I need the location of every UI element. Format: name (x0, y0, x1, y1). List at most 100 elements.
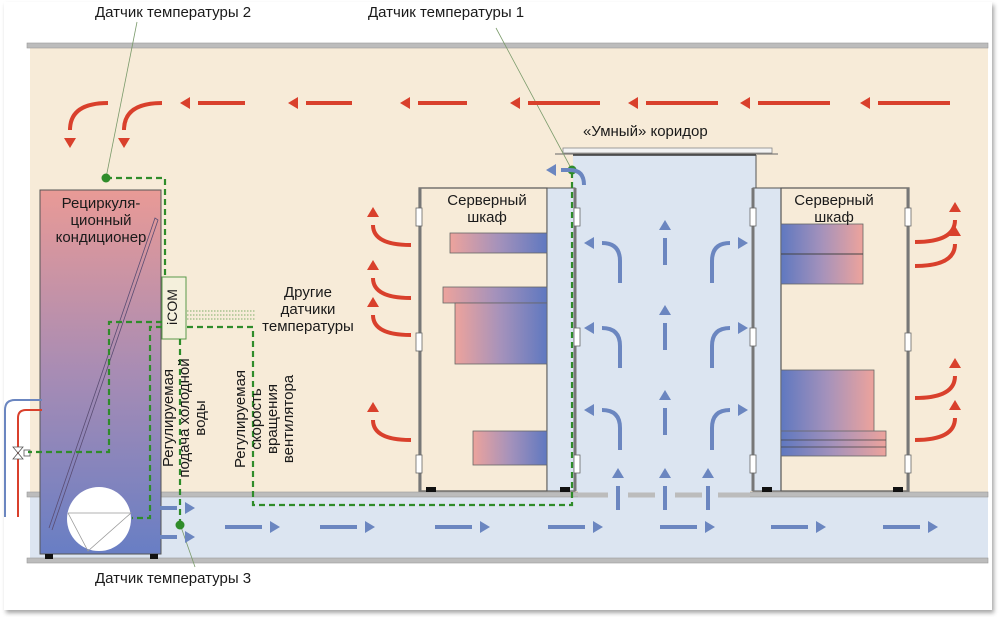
cold-air-arrow-head (659, 390, 671, 400)
cold-air-arrow-head (738, 237, 748, 249)
cold-air-arrow-head (612, 468, 624, 478)
server-unit (442, 286, 548, 304)
hot-air-arrow-head (288, 97, 298, 109)
cold-air-arrow-head (185, 531, 195, 543)
hot-air-arrow (914, 243, 957, 268)
temperature-sensor-3 (175, 520, 185, 530)
sensor-1-label: Датчик температуры 1 (368, 4, 525, 21)
ac-label-line: кондиционер (55, 229, 147, 246)
ceiling (26, 42, 989, 49)
ac-label-line: ционный (70, 212, 132, 229)
hot-air-arrow-head (949, 226, 961, 236)
cabinet-label-line: Серверный (794, 192, 874, 209)
hot-air-arrow (371, 314, 412, 337)
floor (26, 557, 989, 564)
raised-floor (26, 491, 989, 498)
fan-speed-line: вращения (264, 384, 281, 454)
hot-air-arrow-head (118, 138, 130, 148)
hot-air-arrow-head (860, 97, 870, 109)
cabinet-label-line: Серверный (447, 192, 527, 209)
server-cabinet-left-label: Серверный шкаф (428, 192, 546, 226)
hot-air-arrow (914, 375, 957, 400)
cold-air-arrow-head (546, 164, 556, 176)
hot-air-arrow-head (367, 297, 379, 307)
cold-air-arrow-head (659, 220, 671, 230)
fan-speed-line: вентилятора (280, 374, 297, 464)
hot-air-arrow-head (367, 402, 379, 412)
server-cabinet-right-label: Серверный шкаф (782, 192, 886, 226)
server-unit (780, 369, 875, 433)
fan-speed-label: Регулируемая скорость вращения вентилято… (232, 360, 297, 478)
cold-air-arrow (710, 326, 731, 368)
cold-air-arrow-head (584, 322, 594, 334)
cold-air-arrow-head (365, 521, 375, 533)
cold-air-arrow-head (270, 521, 280, 533)
smart-corridor-label: «Умный» коридор (583, 123, 708, 140)
water-valve-icon (12, 446, 31, 460)
server-unit (449, 232, 548, 254)
cabinet-label-line: шкаф (814, 209, 854, 226)
water-supply-line: подача холодной (176, 358, 193, 478)
other-sensors-links (187, 310, 255, 320)
hot-air-arrow-head (367, 260, 379, 270)
ac-label-line: Рециркуля- (61, 195, 141, 212)
cold-air-arrow-head (702, 468, 714, 478)
hot-air-arrow-head (949, 358, 961, 368)
server-unit (454, 302, 548, 365)
other-sensors-line: температуры (262, 318, 354, 335)
hot-air-arrow (914, 417, 957, 442)
cold-air-arrow-head (816, 521, 826, 533)
cold-air-arrow-head (584, 404, 594, 416)
other-sensors-line: Другие (283, 284, 333, 301)
recirculating-ac-unit (39, 189, 162, 559)
server-cabinet-left (415, 187, 581, 492)
cold-air-arrow (601, 326, 622, 368)
hot-air-arrow-head (367, 207, 379, 217)
server-unit (472, 430, 548, 466)
ac-unit-label: Рециркуля- ционный кондиционер (46, 195, 156, 246)
water-supply-label: Регулируемая подача холодной воды (160, 347, 209, 489)
control-lines (28, 172, 574, 522)
other-sensors-line: датчики (280, 301, 336, 318)
cold-air-arrow-head (659, 305, 671, 315)
icom-controller (161, 276, 187, 340)
hot-air-arrow-head (949, 202, 961, 212)
cold-air-arrow-head (480, 521, 490, 533)
cold-air-arrow-head (705, 521, 715, 533)
hot-air-arrow-head (510, 97, 520, 109)
server-cabinet-right (749, 187, 912, 492)
hot-air-arrow (122, 101, 163, 131)
hot-air-arrow-head (180, 97, 190, 109)
cold-air-arrow-head (738, 322, 748, 334)
cold-air-arrow (601, 241, 622, 283)
hot-air-arrow-head (628, 97, 638, 109)
hot-air-arrow-head (64, 138, 76, 148)
hot-air-arrow (371, 419, 412, 442)
cold-air-arrow-head (928, 521, 938, 533)
water-supply-line: воды (192, 400, 209, 436)
sensor-3-label: Датчик температуры 3 (95, 570, 252, 587)
cold-air-arrow (561, 168, 586, 186)
server-unit (780, 430, 887, 457)
cold-air-arrow (601, 408, 622, 450)
cold-air-arrow-head (659, 468, 671, 478)
hot-air-arrow (68, 101, 109, 131)
hot-air-arrow-head (740, 97, 750, 109)
fan-speed-line: скорость (248, 388, 265, 450)
hot-air-arrow-head (949, 400, 961, 410)
cold-air-arrow-head (584, 237, 594, 249)
hot-air-arrow (914, 219, 957, 244)
cold-air-arrow (710, 241, 731, 283)
other-sensors-label: Другие датчики температуры (255, 284, 361, 335)
fan-speed-line: Регулируемая (232, 369, 249, 469)
hot-air-arrow (371, 277, 412, 300)
sensor-pointers (105, 21, 573, 568)
cold-air-arrow-head (593, 521, 603, 533)
hot-air-arrow-head (400, 97, 410, 109)
hot-air-arrow (371, 224, 412, 247)
temperature-sensor-2 (101, 173, 111, 183)
cabinet-label-line: шкаф (467, 209, 507, 226)
water-supply-line: Регулируемая (160, 368, 177, 468)
